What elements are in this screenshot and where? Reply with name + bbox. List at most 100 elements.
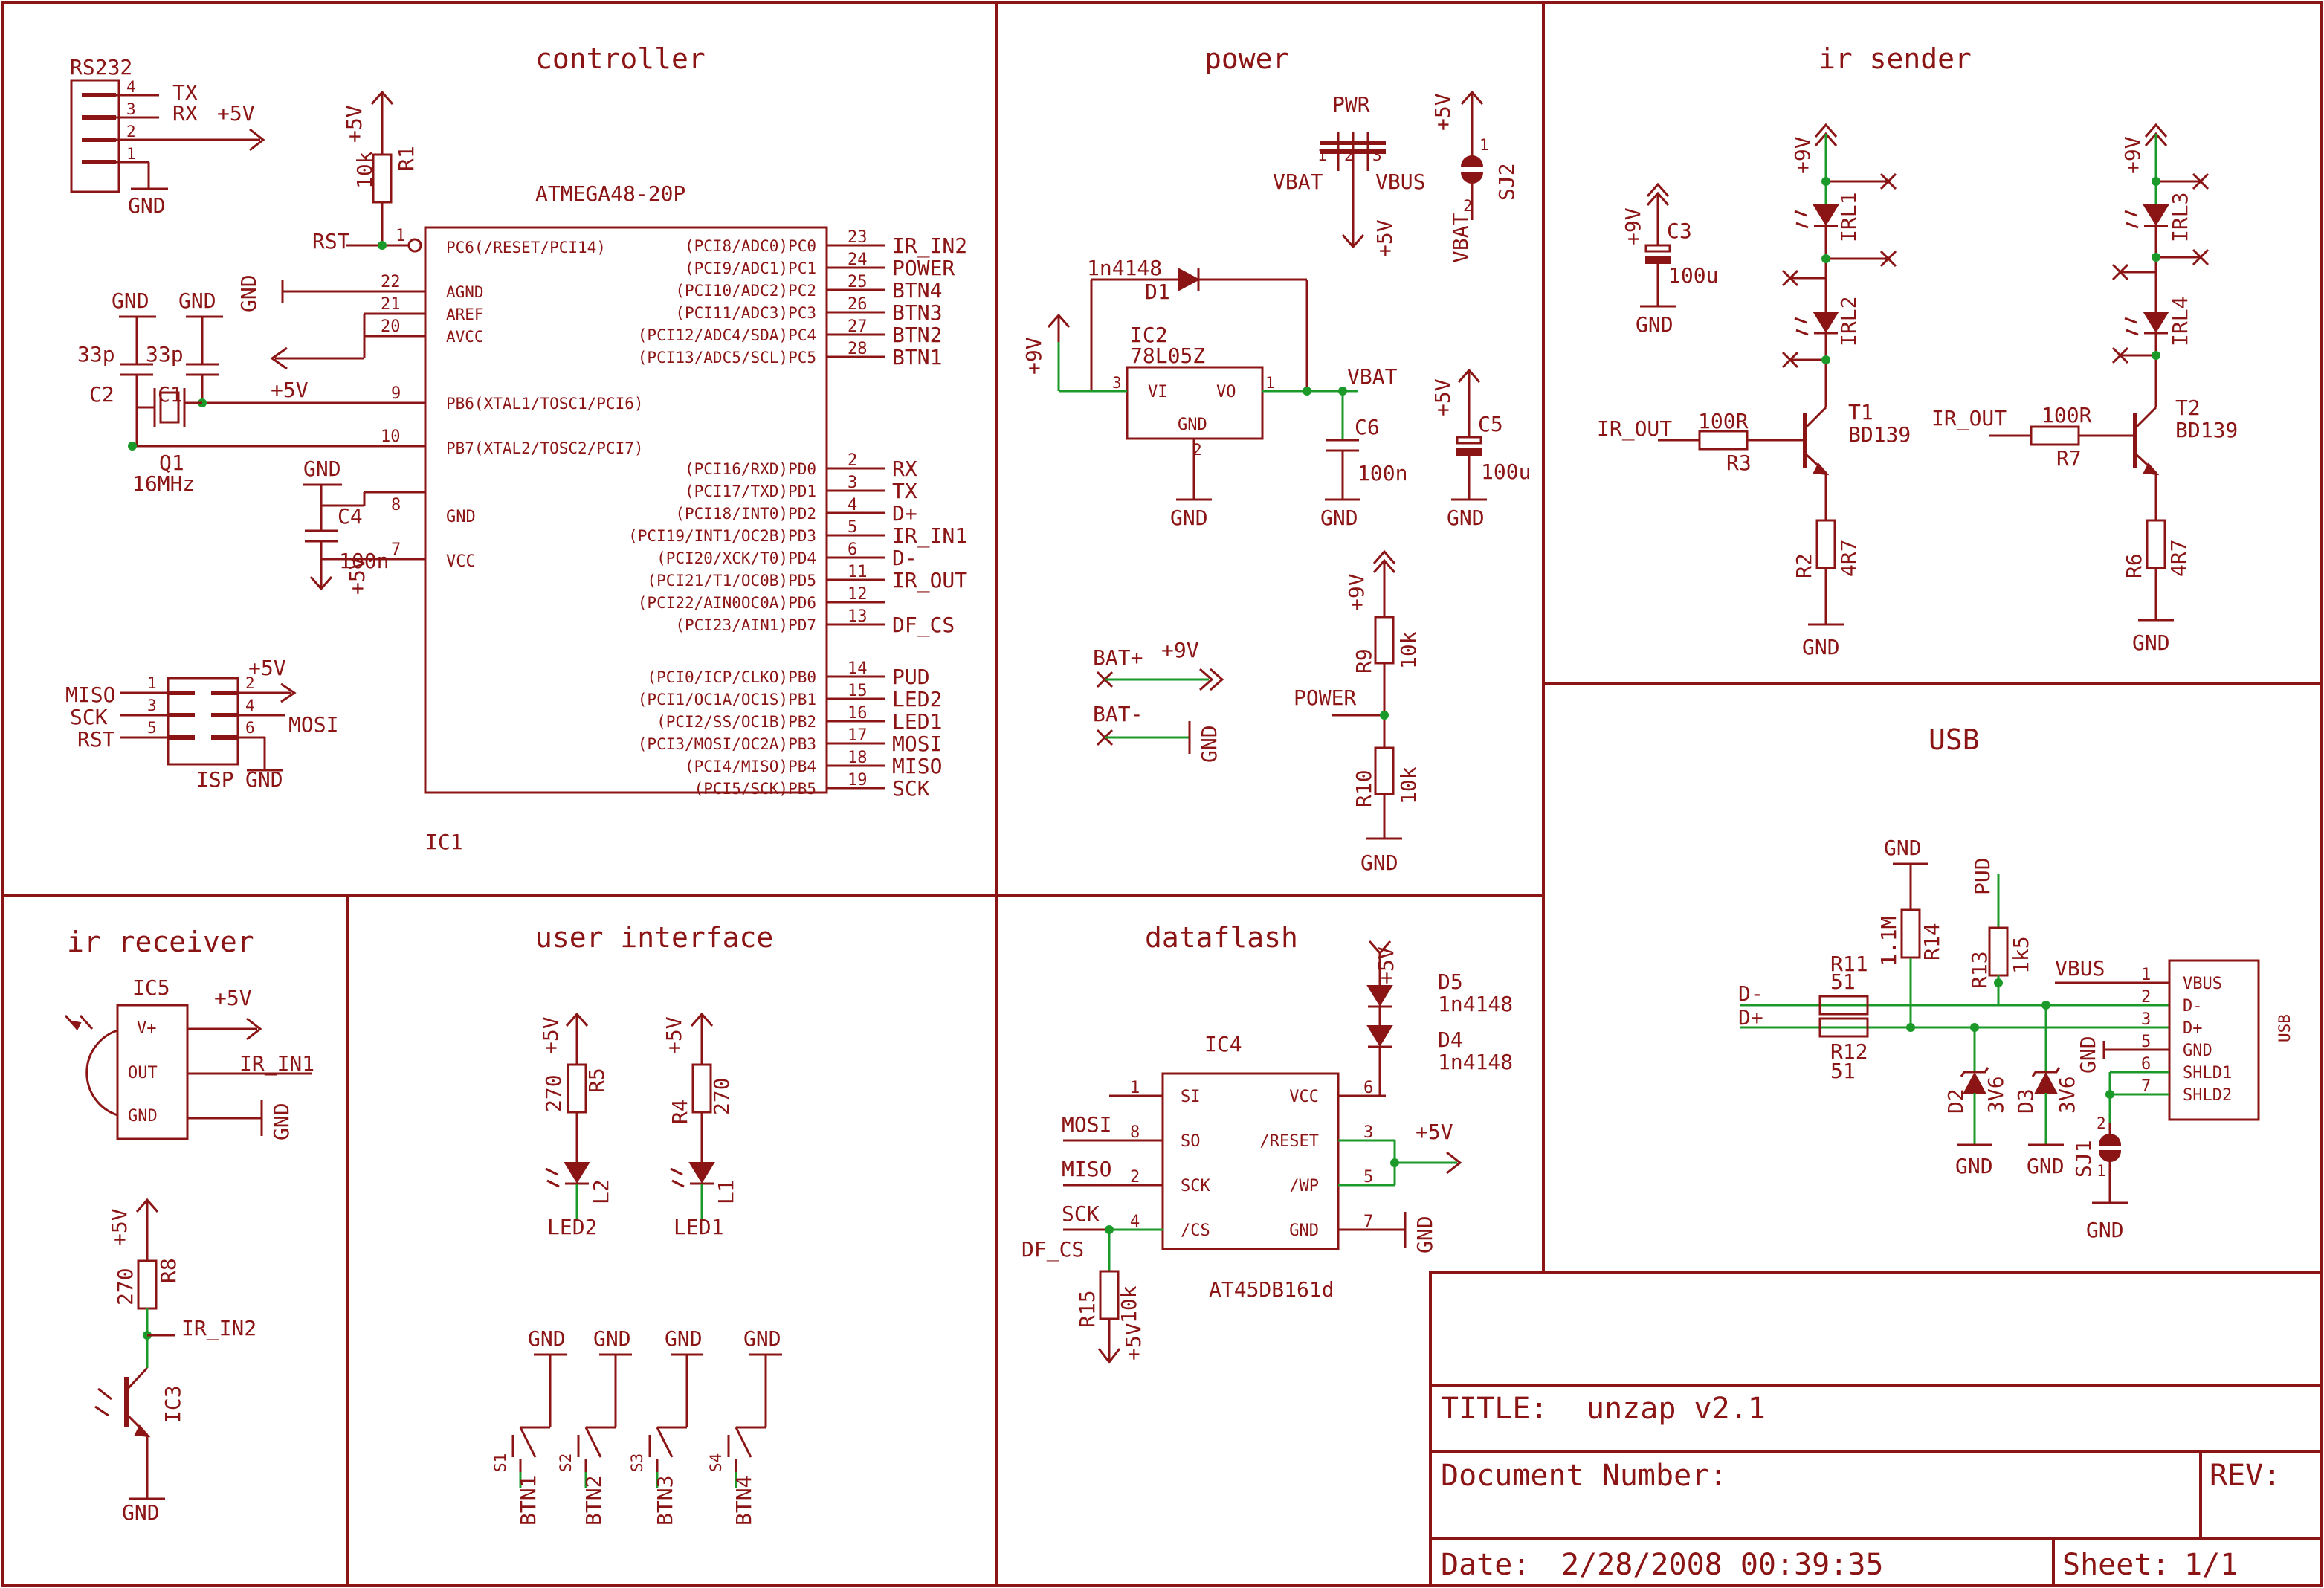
c4-name: C4: [338, 504, 363, 529]
ic1-pin-name: (PCI16/RXD)PD0: [685, 460, 816, 478]
r12-name: R12: [1830, 1039, 1868, 1064]
df-cs-label: DF_CS: [1021, 1237, 1084, 1262]
switch-gnd-label: GND: [665, 1326, 703, 1351]
ic1-pin-net: IR_OUT: [892, 568, 967, 593]
r10-name: R10: [1352, 769, 1376, 807]
ic1-pin-number: 11: [848, 563, 868, 581]
svg-text:3: 3: [147, 697, 157, 714]
ic4-pin-net: MOSI: [1062, 1112, 1111, 1137]
sj2-vbat-label: VBAT: [1448, 213, 1473, 263]
ic1-pin-number: 15: [848, 682, 868, 700]
r4-resistor: [691, 1063, 712, 1114]
rs232-5v-label: +5V: [217, 101, 255, 126]
section-title-dataflash: dataflash: [1145, 921, 1298, 954]
r13-resistor: [1988, 926, 2009, 977]
c4-gnd-label: GND: [303, 456, 341, 481]
svg-text:AREF: AREF: [446, 306, 484, 323]
ic1-pin-number: 27: [848, 317, 868, 336]
r10-gnd-label: GND: [1360, 851, 1398, 875]
usb-pin-name: SHLD2: [2183, 1086, 2232, 1105]
ic1-pin-net: BTN4: [892, 278, 942, 303]
r11-name: R11: [1830, 952, 1868, 976]
switch-net-label: BTN1: [516, 1476, 540, 1526]
document-number-label: Document Number:: [1441, 1459, 1727, 1493]
power-net-label: POWER: [1294, 685, 1356, 710]
ir-chain-2: [1989, 123, 2210, 622]
r14-gnd-label: GND: [1884, 836, 1922, 860]
usb-pin-number: 5: [2141, 1033, 2151, 1051]
r6-value: 4R7: [2166, 539, 2191, 577]
ic1-pin-name: (PCI4/MISO)PB4: [685, 758, 816, 775]
c6-gnd-label: GND: [1320, 506, 1358, 530]
switch-net-label: BTN3: [653, 1476, 677, 1526]
switch-net-label: BTN4: [732, 1476, 756, 1526]
bat-gnd-label: GND: [1197, 725, 1221, 763]
ic1-pin-net: PUD: [892, 665, 930, 689]
ic1-pin-name: (PCI19/INT1/OC2B)PD3: [628, 527, 816, 545]
r11-value: 51: [1830, 969, 1856, 994]
r7-name: R7: [2056, 446, 2082, 471]
svg-text:2: 2: [2097, 1114, 2106, 1132]
ic1-pin-name: (PCI20/XCK/T0)PD4: [656, 549, 816, 567]
svg-text:VO: VO: [1216, 383, 1236, 401]
date-label: Date:: [1441, 1548, 1530, 1582]
l2-name: L2: [589, 1179, 613, 1204]
r9-value: 10k: [1396, 631, 1421, 669]
d5-value: 1n4148: [1438, 992, 1513, 1016]
sj1-jumper: [2098, 1134, 2122, 1146]
svg-text:1: 1: [1265, 374, 1275, 392]
r15-value: 10k: [1117, 1285, 1141, 1323]
ic5-gnd-label: GND: [269, 1103, 294, 1140]
usb-pin-number: 1: [2141, 966, 2151, 984]
c1-gnd-label: GND: [178, 288, 216, 313]
d1-name: D1: [1145, 280, 1170, 304]
usb-conn-label: USB: [2276, 1014, 2294, 1042]
switch-designator: S1: [491, 1453, 509, 1472]
r2-name: R2: [1792, 553, 1816, 578]
r3-resistor: [1698, 430, 1749, 451]
ic1-pin-number: 14: [848, 659, 868, 678]
ic1-atmega48: [424, 226, 828, 794]
svg-text:2: 2: [1344, 146, 1354, 164]
rs232-connector: [70, 79, 120, 193]
ic4-pin-number: 1: [1130, 1079, 1140, 1097]
switch-designator: S2: [557, 1453, 575, 1472]
sj1-name: SJ1: [2071, 1140, 2096, 1178]
bat-plus-label: BAT+: [1093, 645, 1143, 670]
r9-9v-label: +9V: [1344, 573, 1369, 611]
ic2-gnd-label: GND: [1170, 506, 1208, 530]
ic1-pin-net: TX: [892, 479, 917, 503]
isp-pins: 1 3 5 2 4 6: [120, 674, 297, 772]
r11-resistor: [1818, 995, 1869, 1016]
ic1-pin-number: 3: [848, 474, 857, 492]
ic1-pin-name: (PCI5/SCK)PB5: [694, 780, 816, 798]
r1-value: 10k: [352, 151, 377, 189]
pud-label: PUD: [1970, 857, 1995, 895]
ic1-pin-number: 16: [848, 704, 868, 723]
r8-value: 270: [113, 1268, 138, 1305]
rs232-gnd-label: GND: [128, 193, 166, 218]
r15-resistor: [1099, 1270, 1120, 1320]
ir-in2-label: IR_IN2: [181, 1316, 256, 1341]
ir-sender-section: +9V C3 100u GND: [1597, 123, 2238, 659]
ic1-pin-number: 24: [848, 251, 868, 269]
ic4-pin-number: 8: [1130, 1123, 1140, 1142]
ir-in1-label: IR_IN1: [239, 1051, 314, 1077]
q1-crystal: [159, 391, 180, 424]
d3-gnd-label: GND: [2027, 1154, 2065, 1178]
ic1-pin-net: MISO: [892, 754, 942, 778]
ic1-pin-number: 2: [848, 451, 857, 470]
r2-value: 4R7: [1836, 539, 1861, 577]
ic1-pin-net: BTN1: [892, 345, 942, 369]
svg-text:2: 2: [126, 123, 136, 141]
r5-resistor: [567, 1063, 587, 1114]
ic4-5v-label: +5V: [1416, 1120, 1453, 1144]
led2-net-label: LED2: [547, 1215, 597, 1239]
ic1-pin-net: MOSI: [892, 732, 942, 756]
svg-text:GND: GND: [1178, 416, 1207, 434]
ic1-pin-name: (PCI3/MOSI/OC2A)PB3: [638, 735, 816, 753]
avcc-5v-label: +5V: [271, 378, 309, 402]
d4-value: 1n4148: [1438, 1050, 1513, 1074]
